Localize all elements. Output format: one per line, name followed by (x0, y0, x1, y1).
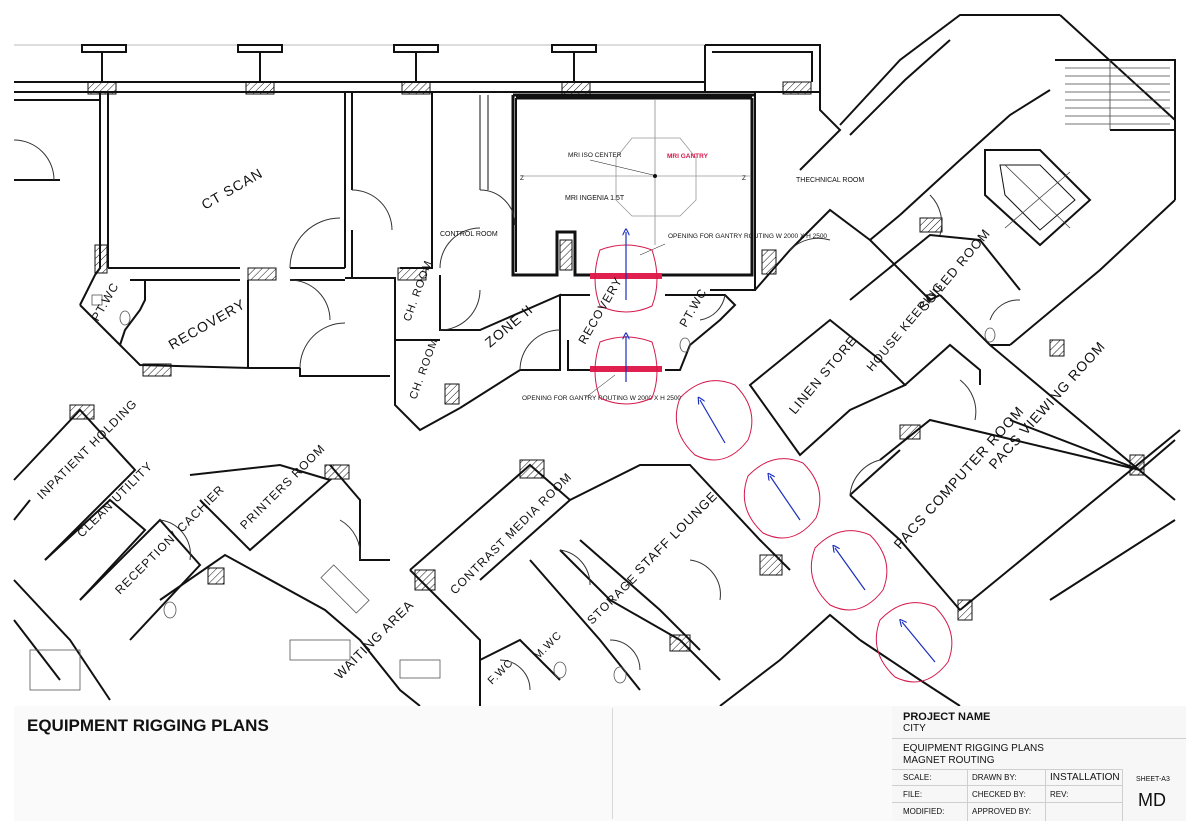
room-m-wc: M.WC (532, 629, 565, 662)
room-storage: STORAGE (584, 571, 640, 627)
checked-by-label: CHECKED BY: (972, 790, 1026, 799)
rev-label: REV: (1050, 790, 1069, 799)
room-pt-wc-left: PT.WC (88, 280, 121, 324)
room-ct-scan: CT SCAN (199, 165, 266, 213)
title-divider (892, 738, 1186, 739)
room-control-room: CONTROL ROOM (440, 231, 498, 238)
route-arrow-icon (770, 476, 801, 521)
route-arrows (626, 232, 936, 663)
initials: MD (1138, 790, 1166, 810)
drawing-title-1: EQUIPMENT RIGGING PLANS (903, 743, 1044, 754)
room-recovery-mid: RECOVERY (575, 274, 625, 346)
room-linen-store: LINEN STORE (786, 333, 860, 417)
stair-treads (1065, 60, 1170, 130)
route-arrow-icon (902, 622, 936, 663)
room-waiting-area: WAITING AREA (332, 597, 417, 682)
approved-by-label: APPROVED BY: (972, 807, 1032, 816)
installation-label: INSTALLATION (1050, 772, 1120, 783)
columns (69, 81, 1145, 652)
room-pt-wc-mid: PT.WC (676, 286, 709, 330)
title-divider (1045, 769, 1046, 821)
route-arrow-icon (700, 400, 726, 444)
room-technical: THECHNICAL ROOM (796, 177, 864, 184)
room-recovery-left: RECOVERY (166, 296, 249, 353)
main-title: EQUIPMENT RIGGING PLANS (27, 716, 269, 735)
sheet-label: SHEET-A3 (1136, 776, 1170, 783)
elevator-icon (1004, 164, 1071, 229)
title-block: EQUIPMENT RIGGING PLANS PROJECT NAME CIT… (14, 706, 1186, 821)
room-staff-lounge: STAFF LOUNGE (632, 488, 721, 577)
drawing-title-2: MAGNET ROUTING (903, 755, 995, 766)
room-f-wc: F.WC (486, 657, 516, 687)
fixtures (29, 294, 996, 691)
magnet-route (594, 244, 953, 683)
room-ch-room-2: CH. ROOM (408, 337, 441, 401)
drawn-by-label: DRAWN BY: (972, 773, 1017, 782)
room-pacs-viewing: PACS VIEWING ROOM (985, 338, 1108, 472)
route-arrow-icon (835, 548, 866, 591)
title-divider (892, 769, 1122, 770)
z-axis-left-label: Z (520, 175, 524, 182)
title-divider (967, 769, 968, 821)
title-info-panel: PROJECT NAME CITY EQUIPMENT RIGGING PLAN… (892, 706, 1186, 821)
file-label: FILE: (903, 790, 923, 799)
title-divider (1122, 769, 1123, 821)
floor-plan: MRI ISO CENTER MRI GANTRY MRI INGENIA 1.… (13, 14, 1181, 706)
modified-label: MODIFIED: (903, 807, 945, 816)
mri-layout: MRI ISO CENTER MRI GANTRY MRI INGENIA 1.… (520, 100, 750, 245)
title-divider (892, 802, 1122, 803)
door-swings (13, 139, 1021, 691)
project-name-value: CITY (903, 723, 926, 734)
room-contrast-media: CONTRAST MEDIA ROOM (447, 470, 574, 597)
scale-label: SCALE: (903, 773, 932, 782)
opening-upper-label: OPENING FOR GANTRY ROUTING W 2000 X H 25… (668, 233, 827, 240)
room-printers: PRINTERS ROOM (237, 441, 328, 532)
room-soiled: SOILED ROOM (916, 226, 994, 314)
mri-iso-center-label: MRI ISO CENTER (568, 152, 622, 159)
title-divider (612, 708, 613, 819)
mri-gantry-label: MRI GANTRY (667, 153, 709, 160)
title-divider (892, 785, 1122, 786)
mri-model-label: MRI INGENIA 1.5T (565, 195, 625, 202)
project-name-label: PROJECT NAME (903, 711, 991, 723)
walls (13, 14, 1181, 706)
z-axis-right-label: Z (742, 175, 746, 182)
